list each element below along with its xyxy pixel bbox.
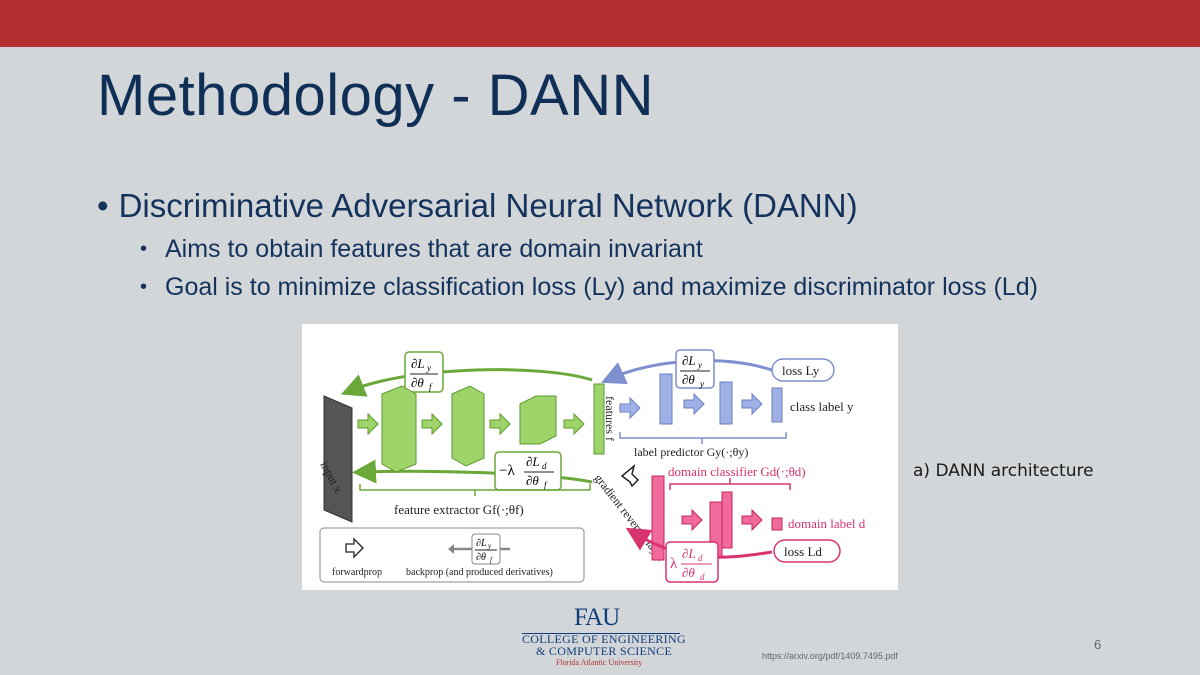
svg-text:d: d (542, 461, 547, 471)
domain-label: domain label d (788, 516, 866, 531)
bullet-main-text: Discriminative Adversarial Neural Networ… (118, 187, 858, 224)
svg-text:∂θ: ∂θ (682, 565, 695, 580)
svg-text:∂L: ∂L (682, 353, 696, 368)
svg-text:f: f (544, 480, 548, 490)
svg-text:−λ: −λ (499, 463, 515, 479)
svg-text:∂L: ∂L (476, 538, 487, 549)
svg-text:y: y (426, 363, 431, 373)
fau-logo: FAU COLLEGE OF ENGINEERING & COMPUTER SC… (516, 604, 686, 668)
input-image (323, 395, 353, 523)
logo-line-3: Florida Atlantic University (556, 658, 643, 667)
figure-caption: a) DANN architecture (913, 461, 1094, 481)
bullet-dot: • (97, 187, 109, 224)
loss-ly-pill (771, 358, 835, 382)
svg-text:d: d (700, 572, 705, 582)
backprop-arrow-ld (352, 459, 593, 484)
svg-text:∂L: ∂L (526, 454, 540, 469)
svg-text:∂L: ∂L (411, 356, 425, 371)
logo-line-1: COLLEGE OF ENGINEERING (522, 632, 686, 646)
forward-arrows-green (357, 412, 585, 436)
svg-text:∂L: ∂L (682, 546, 696, 561)
loss-ld-label: loss Ld (784, 544, 822, 559)
svg-text:y: y (699, 379, 704, 389)
domain-classifier-brace (669, 478, 791, 490)
feature-extractor-layers (381, 383, 605, 473)
backprop-label: backprop (and produced derivatives) (406, 567, 553, 578)
features-label: features f (603, 396, 617, 441)
bullet-dot: • (140, 238, 148, 260)
svg-text:f: f (429, 382, 433, 392)
label-predictor-label: label predictor Gy(·;θy) (634, 445, 748, 459)
top-accent-bar (0, 0, 1200, 47)
bullet-sub-1-text: Aims to obtain features that are domain … (165, 235, 703, 263)
svg-text:∂θ: ∂θ (526, 473, 539, 488)
svg-text:∂θ: ∂θ (682, 372, 695, 387)
backprop-arrow-ly (340, 368, 593, 397)
class-label: class label y (790, 399, 854, 414)
source-link[interactable]: https://arxiv.org/pdf/1409.7495.pdf (762, 651, 898, 661)
label-predictor-brace (619, 432, 787, 444)
forwardprop-icon (345, 537, 364, 559)
svg-text:∂θ: ∂θ (476, 552, 486, 563)
bullet-sub-2: • Goal is to minimize classification los… (140, 272, 1080, 303)
loss-ld-pill (773, 539, 841, 563)
svg-text:λ: λ (670, 556, 678, 572)
logo-line-2: & COMPUTER SCIENCE (536, 644, 673, 658)
bullet-sub-2-text: Goal is to minimize classification loss … (165, 273, 1038, 301)
domain-classifier-label: domain classifier Gd(·;θd) (668, 464, 806, 479)
svg-text:f: f (490, 556, 493, 564)
bullet-sub-1: • Aims to obtain features that are domai… (140, 234, 1080, 265)
bullet-dot: • (140, 276, 148, 298)
svg-text:d: d (698, 553, 703, 563)
feature-extractor-label: feature extractor Gf(·;θf) (394, 502, 524, 517)
svg-text:∂θ: ∂θ (411, 375, 424, 390)
forwardprop-label: forwardprop (332, 567, 382, 578)
loss-ly-label: loss Ly (782, 363, 820, 378)
logo-rule (522, 633, 680, 634)
page-number: 6 (1094, 637, 1102, 652)
slide-title: Methodology - DANN (97, 63, 654, 128)
label-predictor-layers (619, 373, 783, 425)
feature-extractor-brace (359, 484, 591, 496)
svg-text:y: y (487, 542, 492, 550)
grl-icon (620, 463, 640, 488)
svg-text:y: y (697, 360, 702, 370)
bullet-main: •Discriminative Adversarial Neural Netwo… (97, 187, 858, 225)
fau-logo-mark: FAU (574, 604, 620, 631)
